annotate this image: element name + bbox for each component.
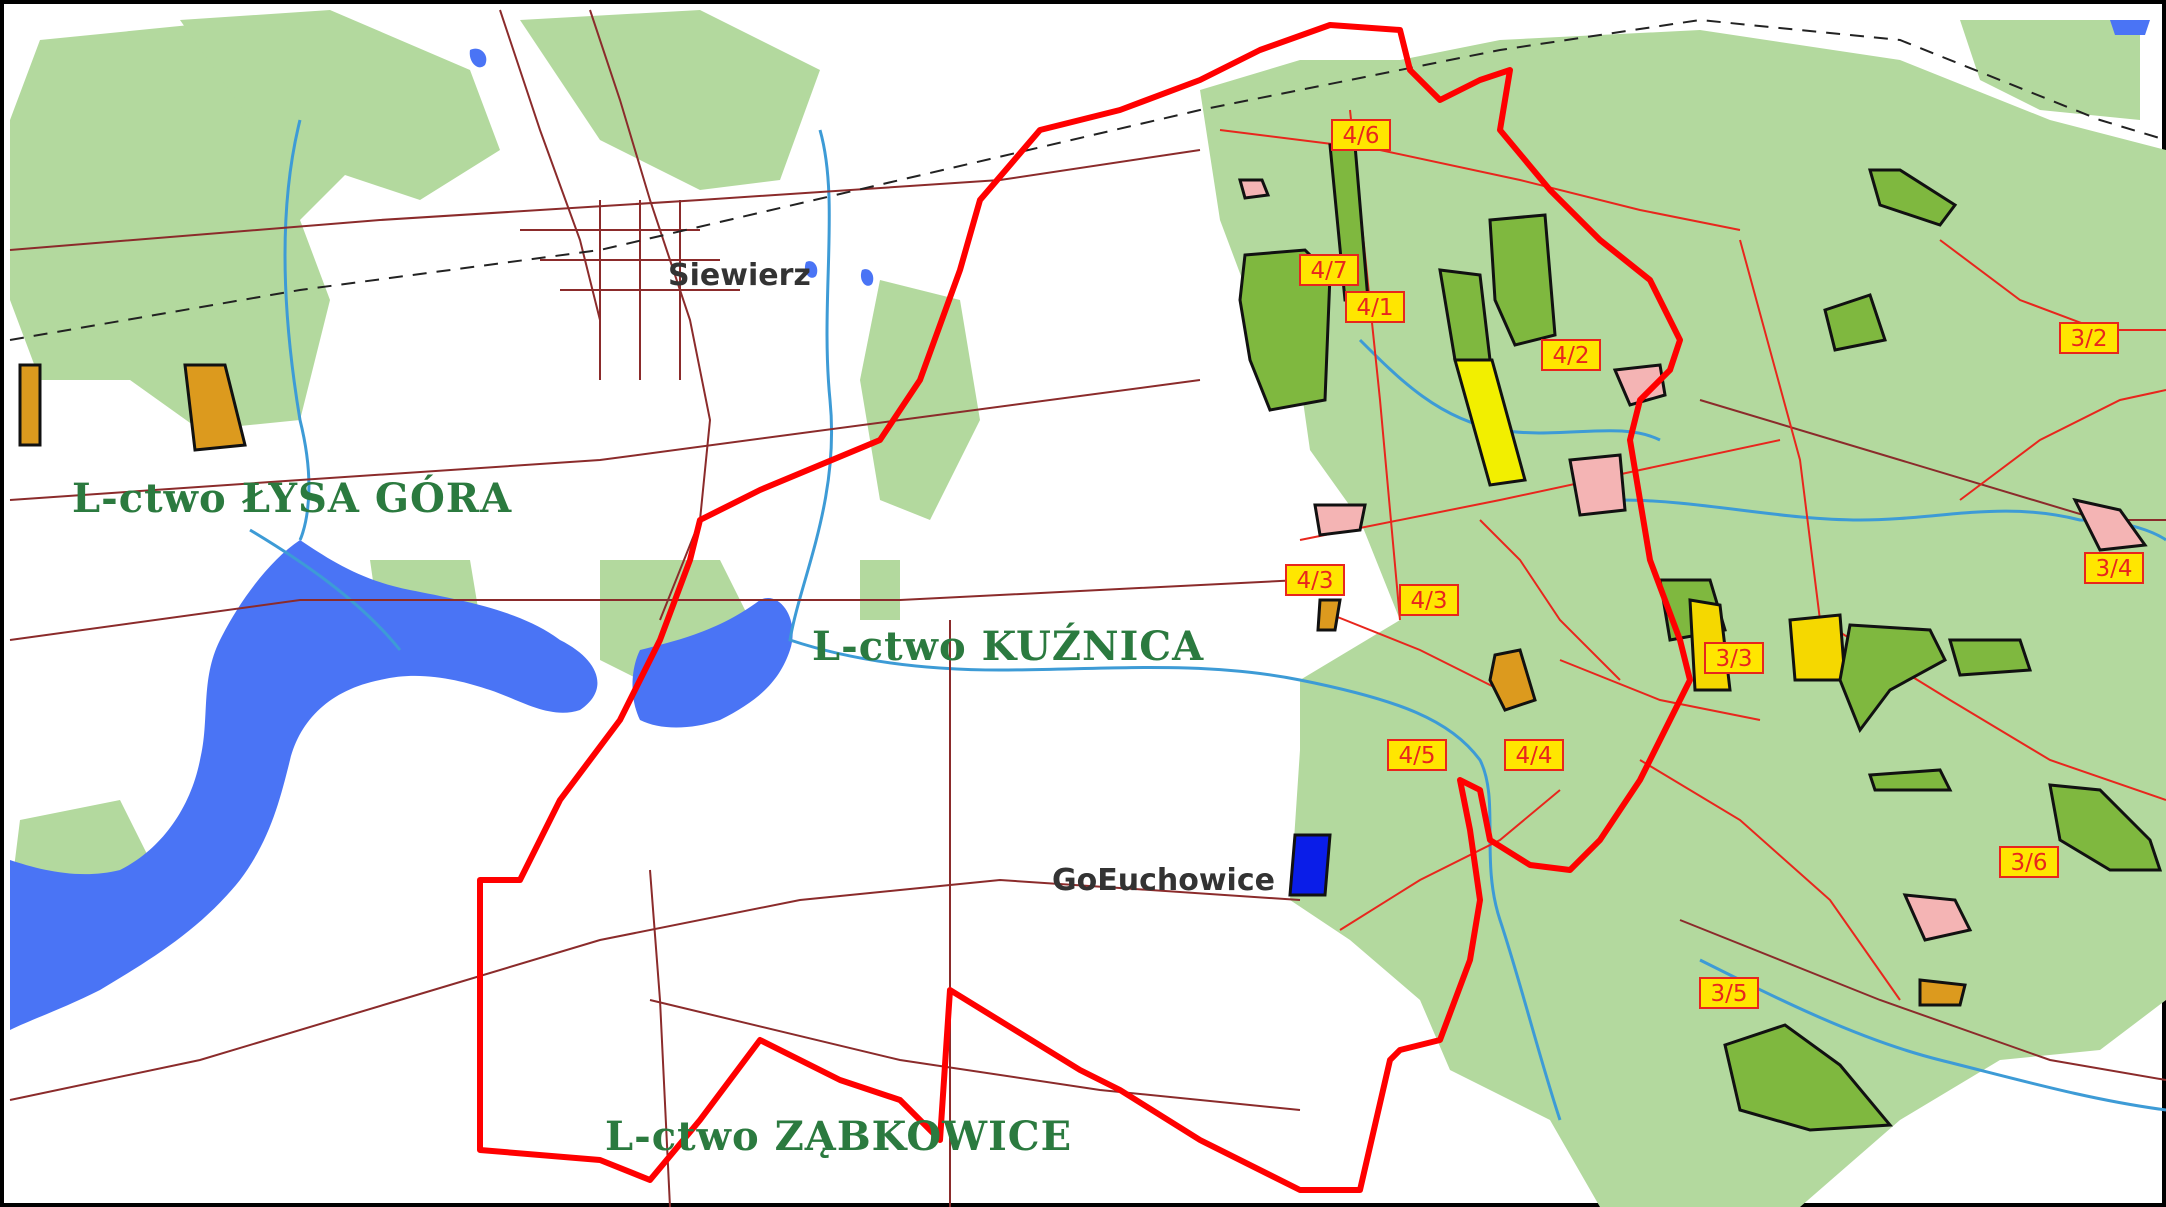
ride-7 <box>1939 239 2166 331</box>
tag-4-7: 4/7 <box>1299 254 1359 286</box>
lake-north <box>469 48 487 68</box>
tag-4-5: 4/5 <box>1387 739 1447 771</box>
compartment-blue <box>1288 833 1332 897</box>
town-label-siewierz: Siewierz <box>668 258 811 293</box>
roads <box>9 9 2166 1207</box>
forest-area-n <box>180 10 500 200</box>
compartment-pink-4 <box>1568 453 1627 517</box>
svg-text:3/2: 3/2 <box>2070 326 2107 352</box>
water-bodies <box>10 20 2150 1030</box>
compartment-orange-2 <box>183 363 247 452</box>
tag-3-6: 3/6 <box>1999 846 2059 878</box>
compartment-orange-3 <box>1488 648 1537 712</box>
svg-text:3/3: 3/3 <box>1715 646 1752 672</box>
road-town-grid <box>520 200 740 380</box>
tag-4-2: 4/2 <box>1541 339 1601 371</box>
forest-area-patch-2 <box>860 560 900 620</box>
lake-small-1 <box>860 269 874 286</box>
compartment-olive-12 <box>1867 768 1953 792</box>
lake-small-2 <box>804 261 818 278</box>
tag-4-4: 4/4 <box>1504 739 1564 771</box>
forest-area-south-strip <box>1300 700 1500 960</box>
svg-text:4/2: 4/2 <box>1552 343 1589 369</box>
compartment-olive-3 <box>1488 213 1557 347</box>
compartment-olive-9 <box>1948 638 2033 677</box>
ride-8 <box>1959 389 2166 501</box>
tag-3-3: 3/3 <box>1704 642 1764 674</box>
town-label-goeuchowice: GoEuchowice <box>1052 863 1275 898</box>
compartment-tags: 4/6 4/7 4/1 4/2 3/2 4/3 4/3 3/4 3/3 4/5 … <box>1285 119 2144 1009</box>
forest-area-north-center <box>520 10 820 190</box>
forestry-label-lysa-gora: L-ctwo ŁYSA GÓRA <box>72 475 512 522</box>
tag-4-1: 4/1 <box>1345 291 1405 323</box>
tag-3-4: 3/4 <box>2084 552 2144 584</box>
ride-4 <box>1739 239 1821 621</box>
ride-10 <box>1559 659 1761 721</box>
lake-northeast <box>2110 20 2150 35</box>
compartment-orange-5 <box>1918 978 1967 1007</box>
compartment-olive-10 <box>2048 783 2163 872</box>
compartments-layer <box>18 143 2163 1132</box>
road-west-east-3 <box>9 579 1301 641</box>
forest-area-ne-small <box>1960 20 2140 120</box>
railway-line <box>9 18 2166 341</box>
svg-text:4/7: 4/7 <box>1310 258 1347 284</box>
svg-text:3/6: 3/6 <box>2010 850 2047 876</box>
svg-text:3/4: 3/4 <box>2095 556 2132 582</box>
tag-4-3-b: 4/3 <box>1399 584 1459 616</box>
tag-4-3-a: 4/3 <box>1285 564 1345 596</box>
svg-text:4/1: 4/1 <box>1356 295 1393 321</box>
compartment-pink-2 <box>1313 503 1367 537</box>
road-north-south-2 <box>499 9 601 321</box>
forestry-boundary-line <box>477 22 1693 1193</box>
reservoir-east <box>632 598 793 728</box>
road-south-2 <box>649 999 1301 1111</box>
road-west-east-2 <box>9 379 1201 501</box>
ride-2 <box>1299 439 1781 541</box>
ride-12 <box>1339 789 1561 931</box>
stream-reservoir-branch <box>249 528 402 651</box>
road-south-1 <box>649 869 671 1207</box>
tag-3-5: 3/5 <box>1699 977 1759 1009</box>
ride-6 <box>1639 759 1901 1001</box>
svg-text:4/5: 4/5 <box>1398 743 1435 769</box>
svg-text:4/3: 4/3 <box>1296 568 1333 594</box>
svg-text:4/3: 4/3 <box>1410 588 1447 614</box>
compartment-pink-3 <box>1612 363 1667 407</box>
ride-9 <box>1479 519 1621 681</box>
compartment-olive-5 <box>1868 168 1958 227</box>
compartment-yellow-1 <box>1453 358 1527 487</box>
stream-southeast <box>1699 958 2166 1112</box>
compartment-pink-5 <box>2072 497 2148 552</box>
ride-11 <box>1319 609 1521 701</box>
compartment-yellow-3 <box>1788 613 1847 682</box>
compartment-olive-8 <box>1838 623 1947 734</box>
stream-main <box>283 119 311 541</box>
svg-text:3/5: 3/5 <box>1710 981 1747 1007</box>
compartment-pink-6 <box>1902 893 1973 942</box>
compartment-pink-1 <box>1238 178 1271 200</box>
svg-text:4/4: 4/4 <box>1515 743 1552 769</box>
road-east-2 <box>1679 919 2166 1081</box>
road-southwest <box>9 878 1301 1101</box>
ride-1 <box>1219 129 1741 231</box>
forestry-label-kuznica: L-ctwo KUŹNICA <box>812 623 1204 670</box>
reservoir-west <box>10 540 598 1030</box>
forestry-label-zabkowice: L-ctwo ZĄBKOWICE <box>605 1113 1072 1160</box>
forest-area-center-west <box>860 280 980 520</box>
svg-text:4/6: 4/6 <box>1342 123 1379 149</box>
road-east <box>1699 399 2166 521</box>
compartment-olive-6 <box>1823 293 1887 352</box>
compartment-olive-11 <box>1723 1023 1894 1132</box>
compartment-orange-4 <box>1316 598 1342 632</box>
tag-3-2: 3/2 <box>2059 322 2119 354</box>
compartment-orange-1 <box>18 363 42 447</box>
road-west-east-1 <box>9 149 1201 251</box>
tag-4-6: 4/6 <box>1331 119 1391 151</box>
stream-river <box>788 129 1562 1121</box>
